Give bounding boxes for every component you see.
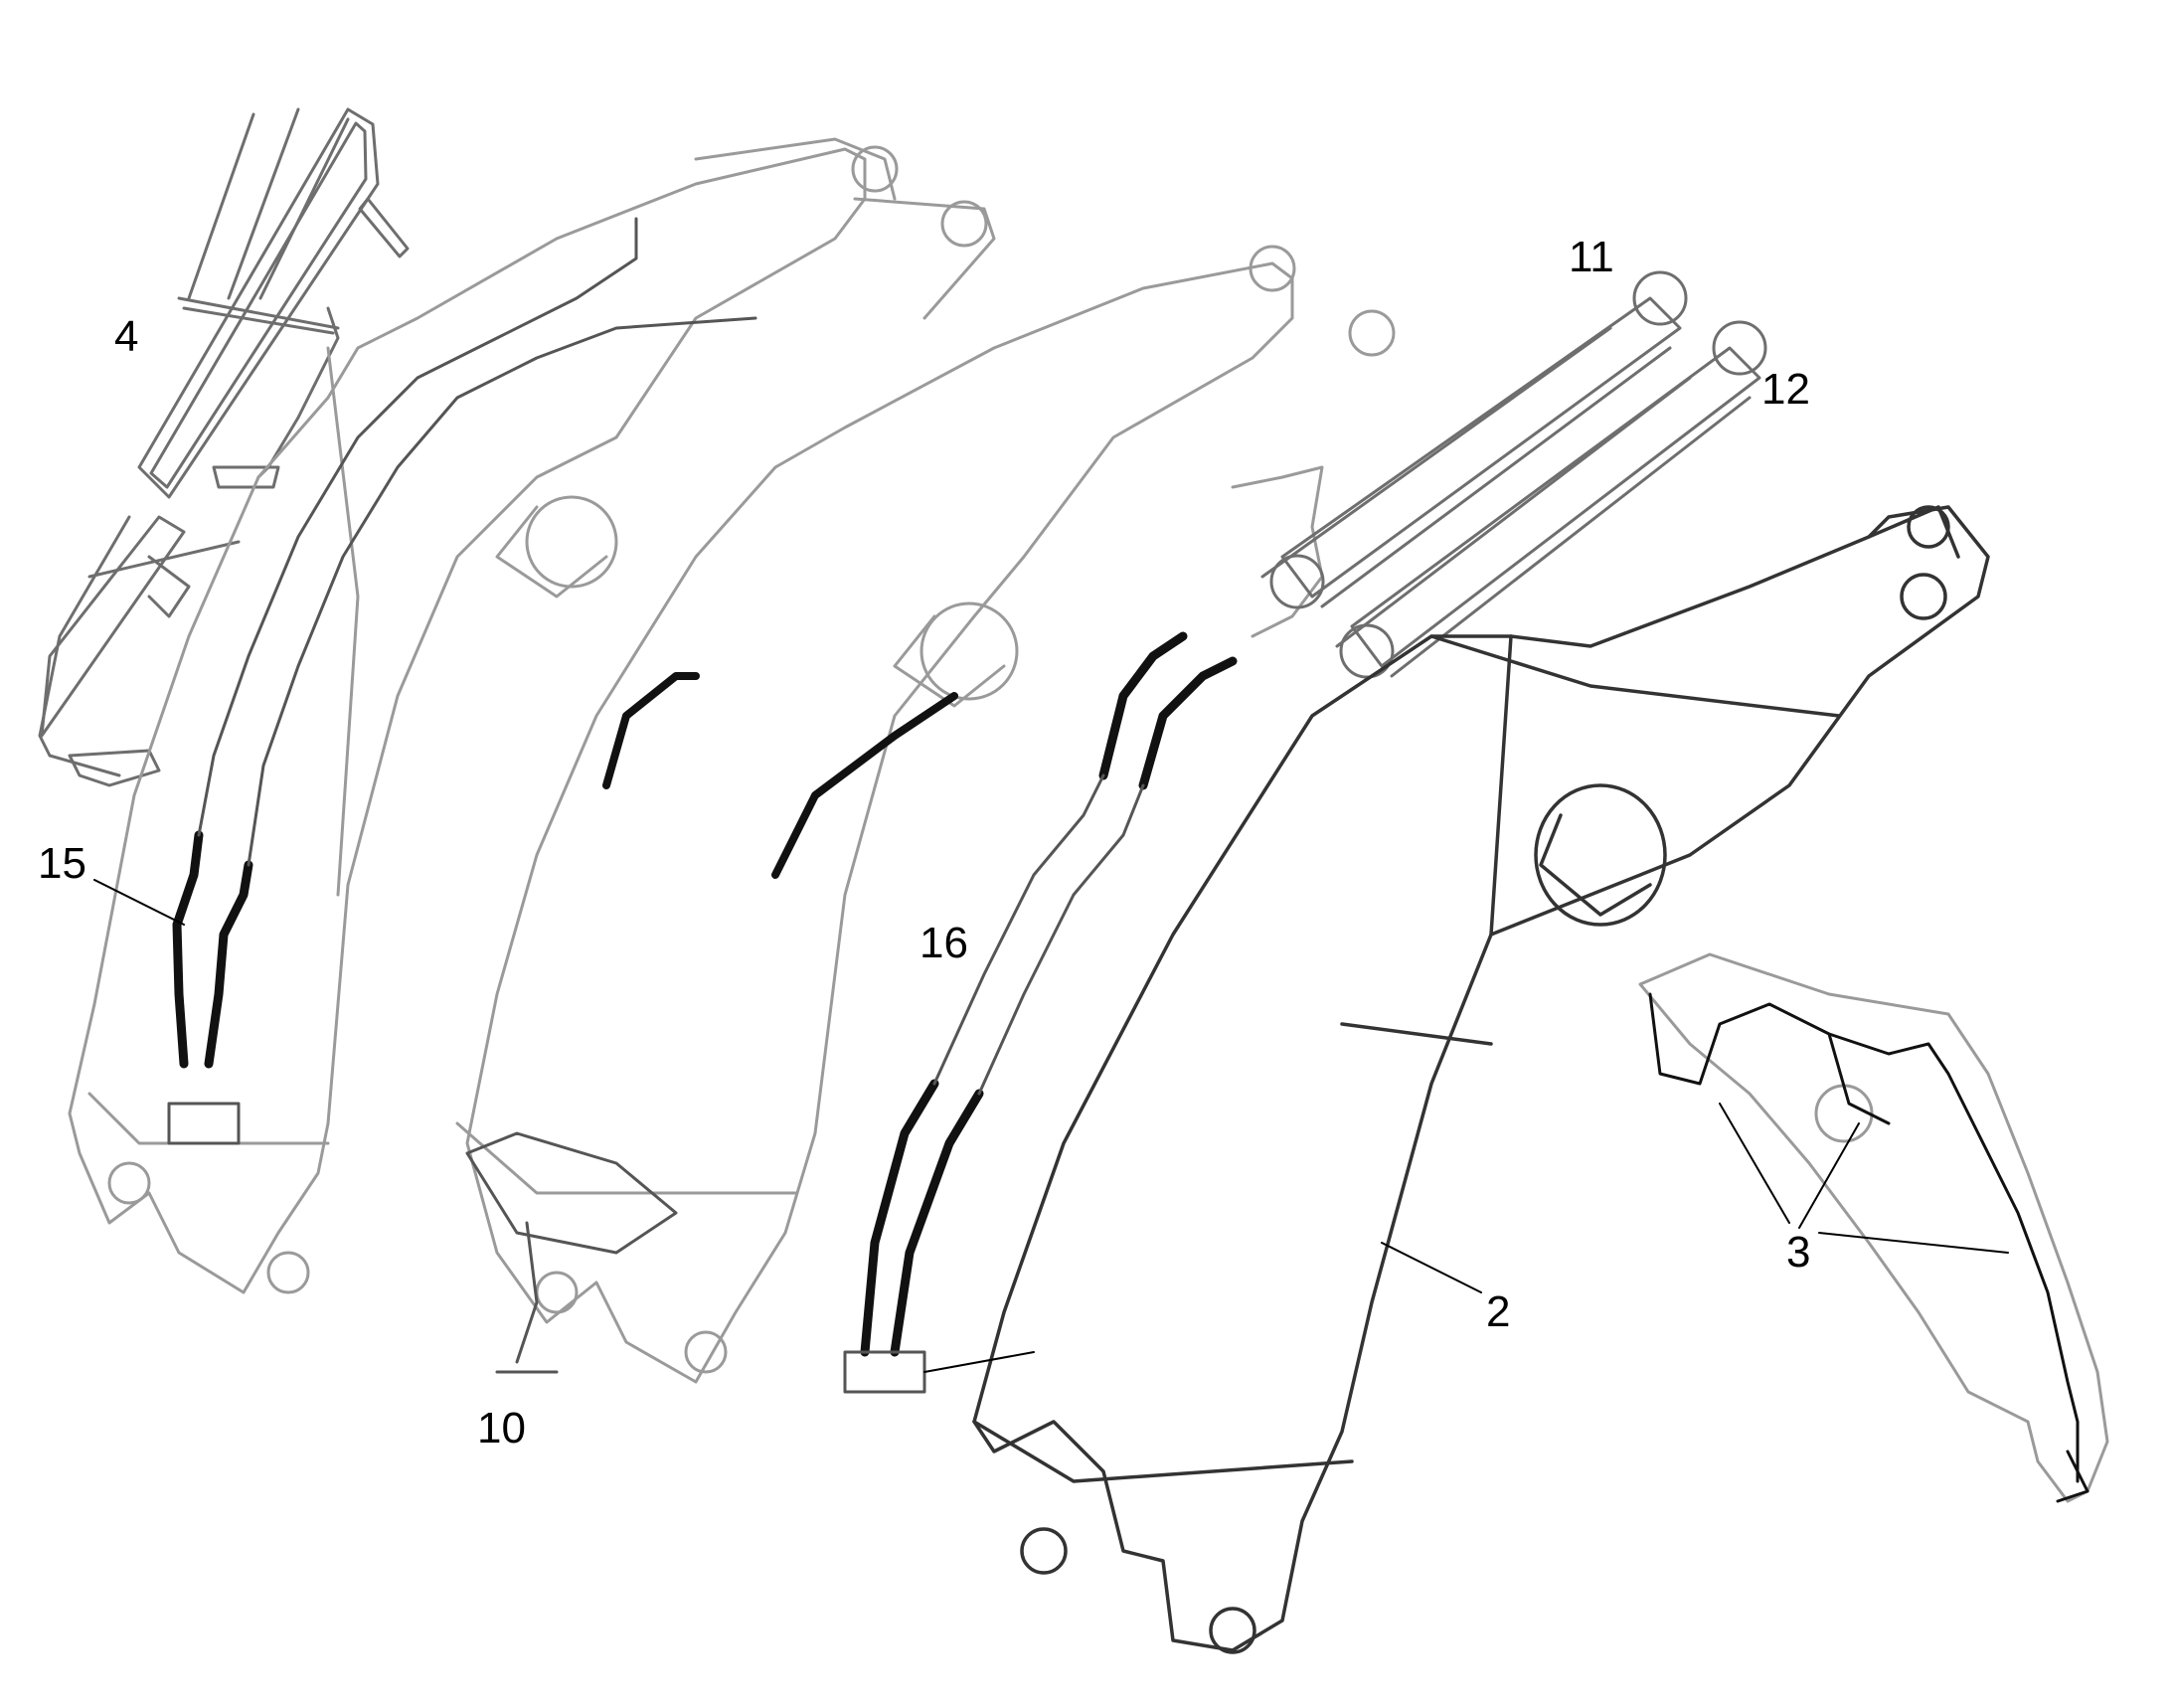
boom-middle-right — [1231, 465, 1324, 638]
boom-main — [972, 505, 1990, 1654]
leader-15 — [93, 879, 185, 926]
cylinder-12 — [1335, 320, 1767, 679]
boom-left — [68, 137, 996, 1294]
pipes-right — [843, 773, 1145, 1394]
leader-2 — [1381, 1242, 1482, 1293]
part-label-10: 10 — [477, 1404, 526, 1452]
hose-set-right — [860, 631, 1238, 1357]
part-label-3: 3 — [1786, 1228, 1811, 1277]
leader-3c — [1818, 1232, 2009, 1254]
part-label-4: 4 — [114, 312, 139, 361]
pipes-left — [167, 217, 757, 1145]
leader-3a — [1719, 1103, 1790, 1224]
handrail — [38, 107, 410, 787]
part-label-11: 11 — [1569, 233, 1614, 281]
part-label-12: 12 — [1761, 365, 1810, 414]
wiring-harness — [1648, 992, 2089, 1503]
leader-3b — [1798, 1122, 1860, 1229]
part-label-2: 2 — [1486, 1287, 1511, 1336]
cylinder-11 — [1260, 270, 1688, 609]
part-label-16: 16 — [919, 919, 968, 967]
hose-set-left — [172, 830, 253, 1069]
boom-small — [1638, 952, 2109, 1503]
leader-16 — [923, 1351, 1035, 1373]
hose-set-middle — [602, 672, 958, 879]
bracket-assembly — [465, 1131, 678, 1374]
part-label-15: 15 — [38, 839, 86, 888]
leader-lines — [93, 879, 2009, 1373]
